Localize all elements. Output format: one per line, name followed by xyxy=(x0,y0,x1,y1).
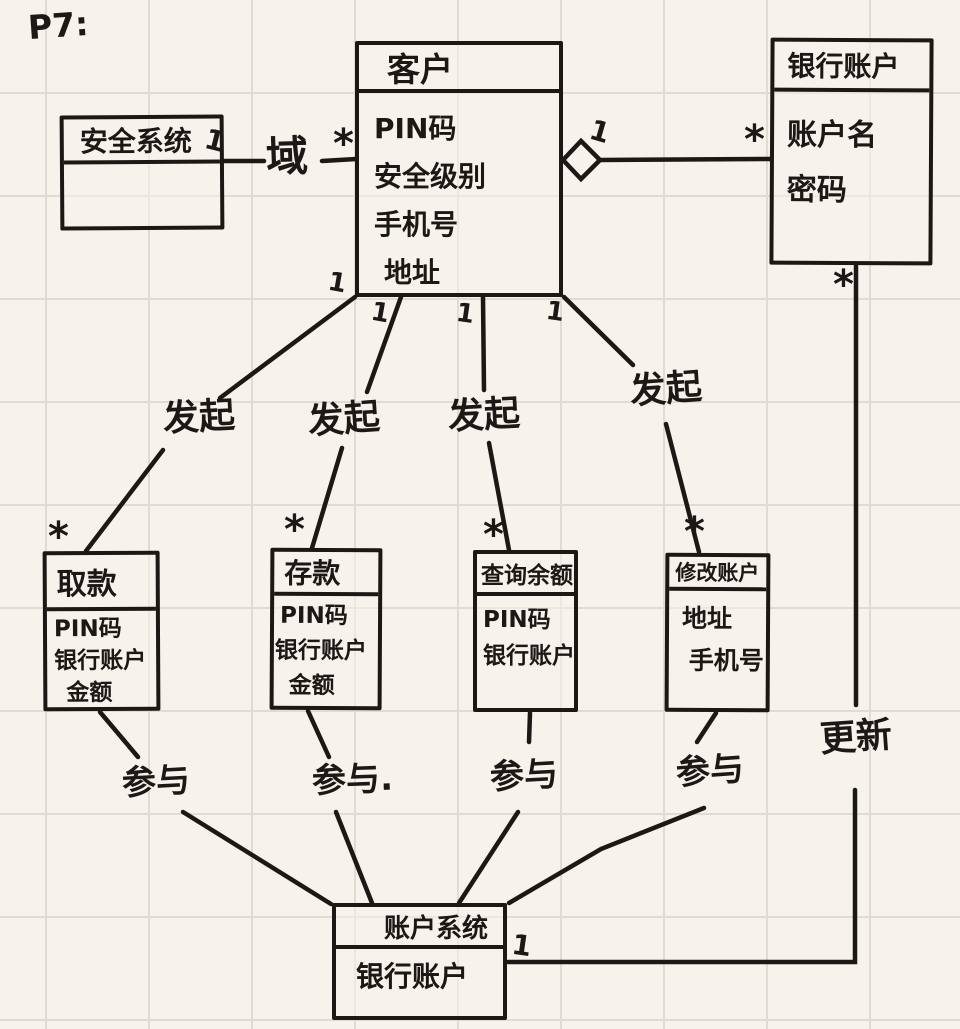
relationship-label-participate-1: 参与 xyxy=(120,760,192,804)
multiplicity-customer-balance-one: 1 xyxy=(454,297,477,331)
attribute: 地址 xyxy=(384,256,441,289)
class-customer: 客户 PIN码 安全级别 手机号 地址 xyxy=(355,41,563,297)
relationship-label-initiate-2: 发起 xyxy=(306,396,382,443)
class-modify-account-title: 修改账户 xyxy=(669,556,767,592)
class-customer-attributes: PIN码 安全级别 手机号 地址 xyxy=(359,93,559,297)
relationship-label-participate-3: 参与 xyxy=(488,754,560,798)
attribute: PIN码 xyxy=(53,615,122,643)
class-account-system: 账户系统 银行账户 xyxy=(332,903,507,1020)
multiplicity-deposit-many: * xyxy=(284,507,305,553)
multiplicity-withdraw-many: * xyxy=(48,514,69,560)
attribute: 地址 xyxy=(681,603,733,634)
class-security-system-title: 安全系统 xyxy=(63,118,220,165)
relationship-label-domain: 域 xyxy=(265,131,309,182)
class-modify-account-attributes: 地址 手机号 xyxy=(669,591,766,683)
page-label: P7: xyxy=(26,3,90,48)
class-deposit-title: 存款 xyxy=(274,551,379,597)
class-security-system: 安全系统 xyxy=(59,114,225,231)
attribute: 金额 xyxy=(288,672,335,700)
attribute: 银行账户 xyxy=(274,637,367,665)
class-account-system-title: 账户系统 xyxy=(336,907,503,949)
multiplicity-customer-modify-one: 1 xyxy=(544,295,567,329)
class-check-balance: 查询余额 PIN码 银行账户 xyxy=(473,550,578,712)
multiplicity-balance-many: * xyxy=(483,512,504,558)
class-bank-account-attributes: 账户名 密码 xyxy=(774,92,930,219)
attribute: 密码 xyxy=(786,172,847,208)
multiplicity-aggregation-many: * xyxy=(744,117,765,163)
multiplicity-update-many: * xyxy=(833,262,854,308)
relationship-label-participate-2: 参与. xyxy=(311,758,394,802)
multiplicity-security-many: * xyxy=(333,121,354,167)
multiplicity-modify-many: * xyxy=(684,509,705,555)
attribute: PIN码 xyxy=(483,607,551,633)
class-account-system-attributes: 银行账户 xyxy=(336,949,503,993)
class-check-balance-attributes: PIN码 银行账户 xyxy=(477,596,575,674)
class-withdraw-title: 取款 xyxy=(46,554,156,612)
class-withdraw: 取款 PIN码 银行账户 金额 xyxy=(42,550,161,712)
attribute: 手机号 xyxy=(688,645,764,676)
relationship-label-initiate-1: 发起 xyxy=(161,395,237,440)
relationship-label-initiate-4: 发起 xyxy=(628,366,704,413)
attribute: 银行账户 xyxy=(54,647,147,675)
attribute: PIN码 xyxy=(374,112,457,145)
class-deposit-attributes: PIN码 银行账户 金额 xyxy=(274,596,379,705)
class-bank-account: 银行账户 账户名 密码 xyxy=(769,37,934,266)
class-withdraw-attributes: PIN码 银行账户 金额 xyxy=(47,611,157,710)
attribute: 手机号 xyxy=(374,208,459,241)
attribute: 银行账户 xyxy=(483,643,575,669)
relationship-label-initiate-3: 发起 xyxy=(446,393,522,438)
attribute: 银行账户 xyxy=(356,960,469,993)
attribute: PIN码 xyxy=(280,602,348,630)
attribute: 金额 xyxy=(66,679,113,707)
class-check-balance-title: 查询余额 xyxy=(477,554,574,596)
attribute: 账户名 xyxy=(786,117,878,154)
class-bank-account-title: 银行账户 xyxy=(774,41,930,93)
attribute: 安全级别 xyxy=(374,160,487,193)
class-modify-account: 修改账户 地址 手机号 xyxy=(664,552,771,713)
class-deposit: 存款 PIN码 银行账户 金额 xyxy=(269,547,383,711)
relationship-label-participate-4: 参与 xyxy=(674,748,746,794)
relationship-label-update: 更新 xyxy=(818,714,894,761)
class-customer-title: 客户 xyxy=(359,45,559,93)
multiplicity-update-one: 1 xyxy=(509,927,534,964)
